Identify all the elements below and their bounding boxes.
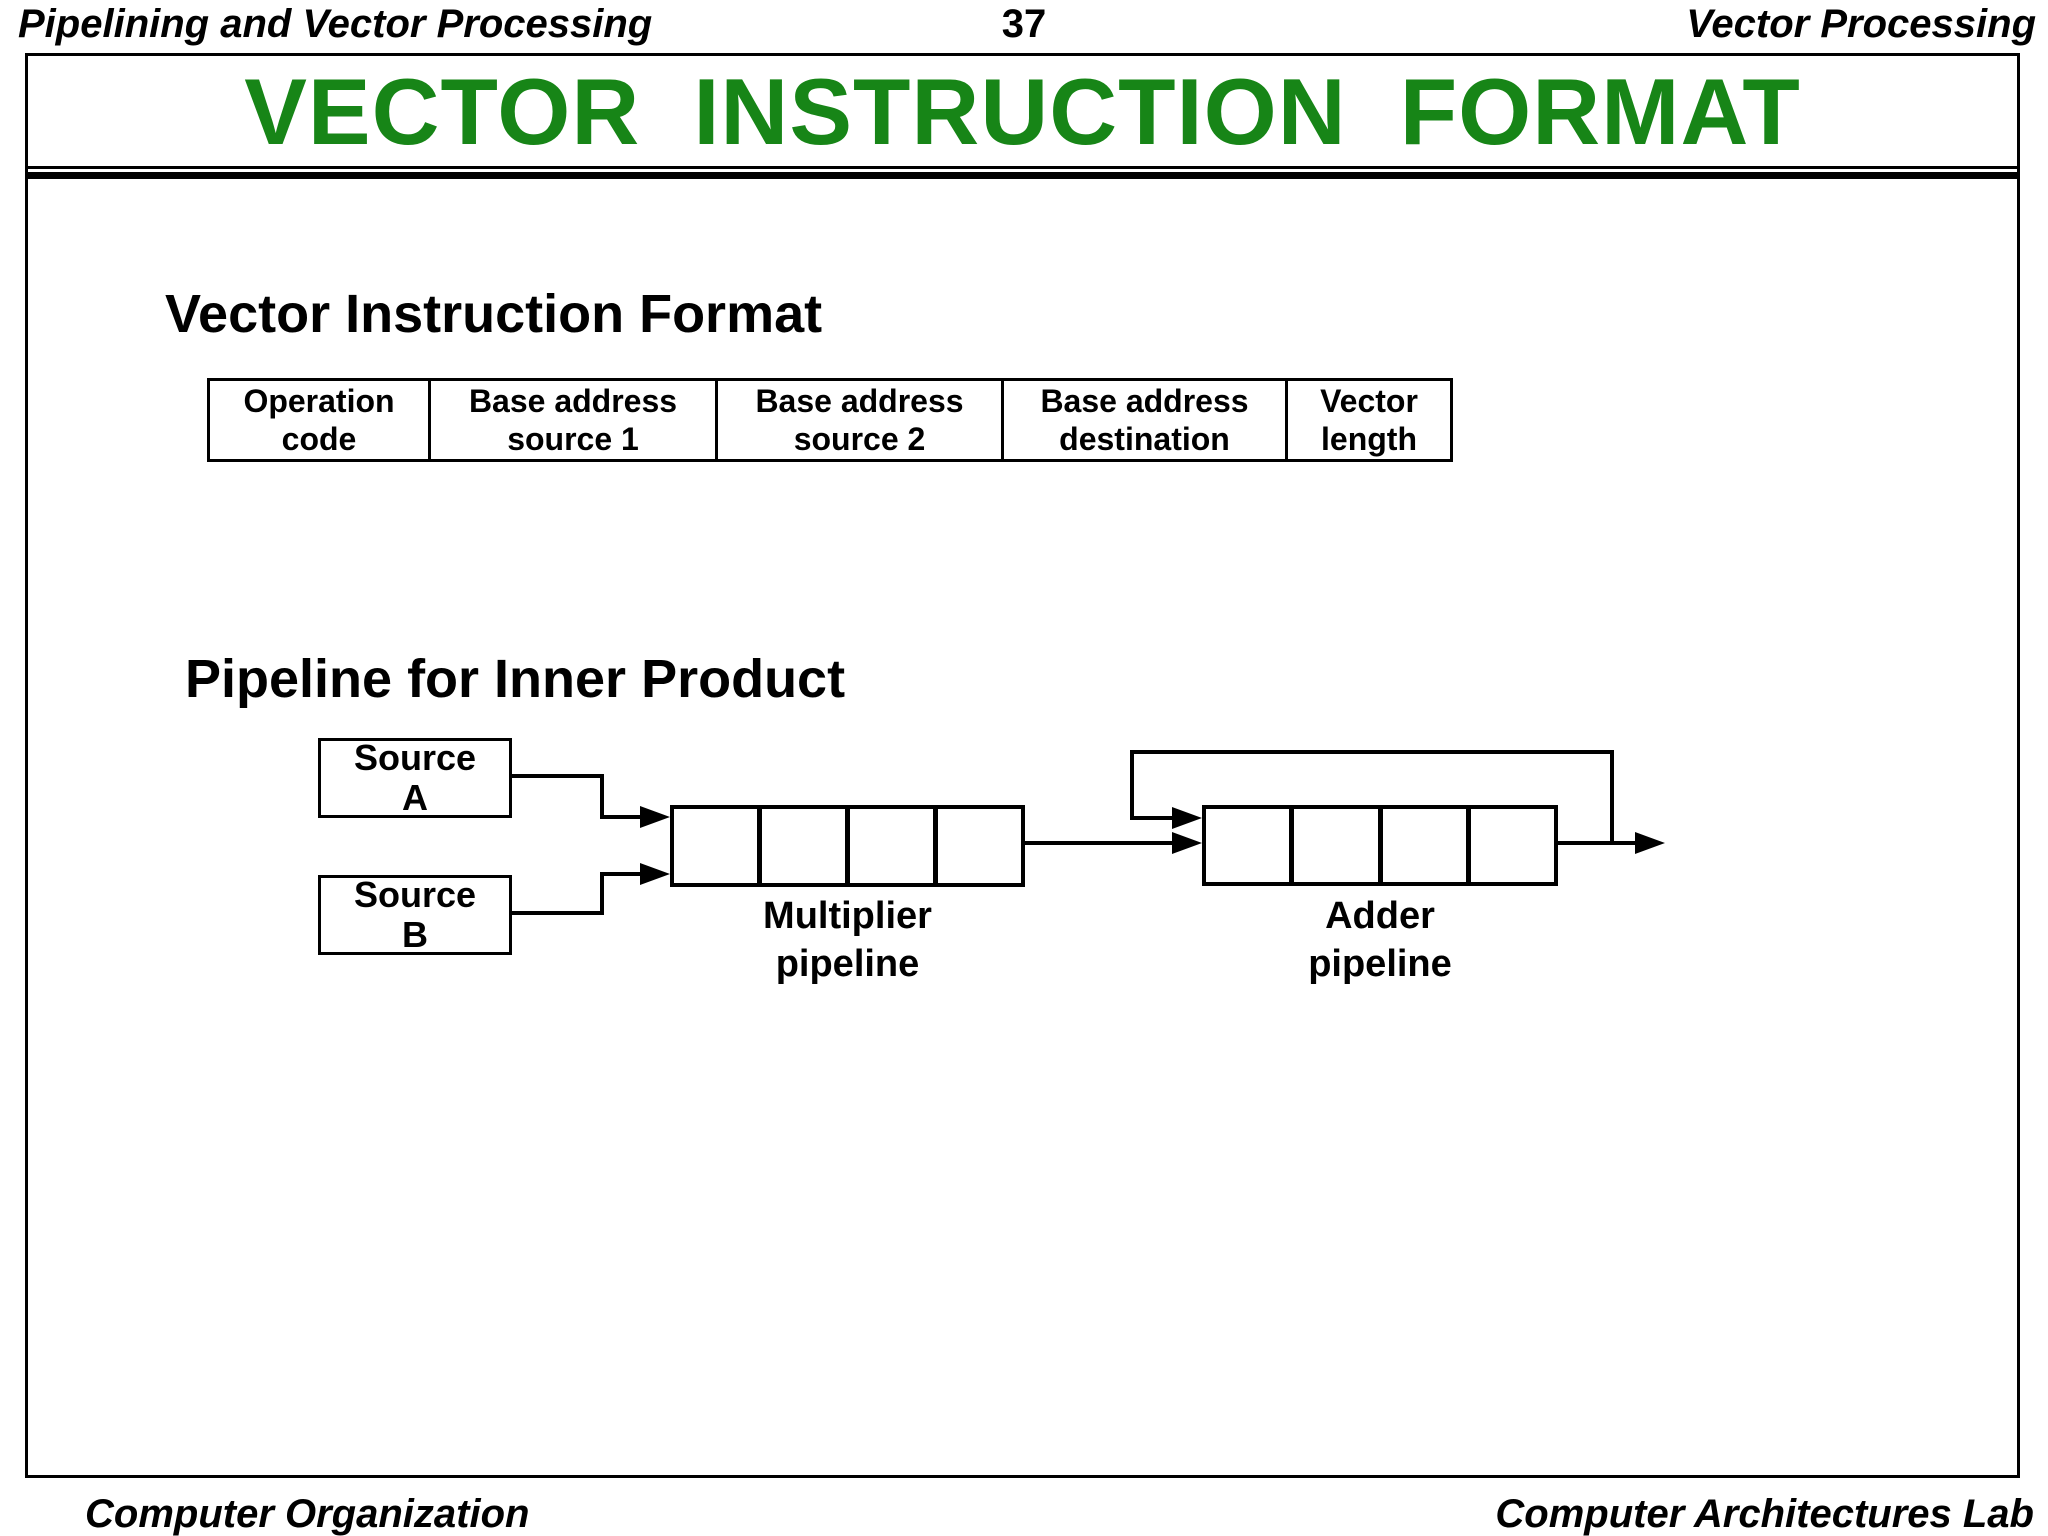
footer-right-text: Computer Architectures Lab [1495,1492,2034,1536]
adder-pipeline-label: Adder pipeline [1182,892,1578,988]
feedback-wire [1610,752,1614,845]
field-label-line: source 1 [507,421,639,457]
multiplier-label-line: pipeline [775,943,920,985]
pipeline-stage-cell [1206,809,1289,882]
header-section-title: Vector Processing [1686,2,2036,46]
adder-pipeline-box [1202,805,1558,886]
divider-gap [28,169,2017,172]
pipeline-stage-cell [1289,809,1377,882]
source-a-arrowhead-icon [640,806,670,828]
source-b-arrowhead-icon [640,863,670,885]
title-divider [28,166,2017,179]
adder-label-line: pipeline [1308,943,1452,985]
source-b-label-line: B [402,914,428,955]
multiplier-label-line: Multiplier [763,895,932,937]
field-label-line: Vector [1320,383,1418,419]
field-base-address-source2: Base address source 2 [715,381,1001,459]
header-course-title: Pipelining and Vector Processing [18,2,653,46]
feedback-wire [1132,816,1172,820]
field-label-line: source 2 [793,421,926,457]
pipeline-stage-cell [845,809,933,883]
source-b-label-line: Source [353,874,477,915]
field-base-address-source1: Base address source 1 [428,381,715,459]
divider-thin-line [28,166,2017,169]
feedback-arrowhead-icon [1172,807,1202,829]
pipeline-stage-cell [757,809,845,883]
source-a-box: Source A [318,738,512,818]
pipeline-section-heading: Pipeline for Inner Product [185,649,846,709]
field-label-line: Base address [468,383,678,419]
adder-output-wire [1558,841,1635,845]
adder-label-line: Adder [1325,895,1435,937]
adder-output-arrowhead-icon [1635,832,1665,854]
source-b-box: Source B [318,875,512,955]
field-label-line: Base address [755,383,964,419]
format-section-heading: Vector Instruction Format [165,284,823,344]
source-a-wire [602,815,642,819]
multiplier-pipeline-label: Multiplier pipeline [640,892,1055,988]
source-b-wire [600,872,604,915]
pipeline-stage-cell [1377,809,1466,882]
pipeline-stage-cell [933,809,1021,883]
content-border-box: VECTOR INSTRUCTION FORMAT [25,53,2020,1478]
feedback-wire [1130,750,1134,820]
field-label-line: length [1321,421,1417,457]
field-label-line: Operation [243,383,395,419]
footer-left-text: Computer Organization [85,1492,530,1536]
slide-title: VECTOR INSTRUCTION FORMAT [244,59,1801,164]
instruction-format-table: Operation code Base address source 1 Bas… [207,378,1453,462]
multiplier-to-adder-arrowhead-icon [1172,832,1202,854]
source-a-wire [512,774,604,778]
pipeline-stage-cell [674,809,757,883]
source-b-wire [602,872,642,876]
multiplier-pipeline-box [670,805,1025,887]
source-a-wire [600,774,604,819]
source-a-label-line: Source [353,737,477,778]
multiplier-to-adder-wire [1025,841,1172,845]
field-operation-code: Operation code [210,381,428,459]
field-vector-length: Vector length [1285,381,1450,459]
field-label-line: code [281,421,357,457]
header-page-number: 37 [1001,2,1047,46]
field-base-address-destination: Base address destination [1001,381,1285,459]
feedback-wire [1130,750,1614,754]
source-a-label-line: A [402,777,428,818]
field-label-line: destination [1059,421,1230,457]
pipeline-stage-cell [1465,809,1554,882]
field-label-line: Base address [1040,383,1249,419]
source-b-wire [512,911,604,915]
divider-thick-line [28,172,2017,179]
